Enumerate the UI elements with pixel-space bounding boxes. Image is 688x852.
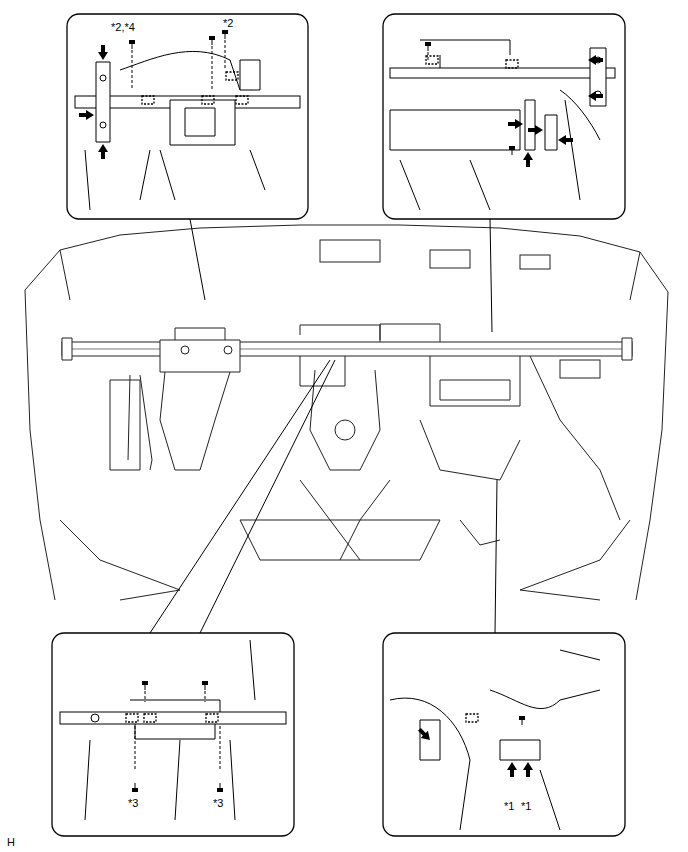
inset-bottom-left	[52, 633, 294, 836]
inset-top-left	[67, 14, 308, 219]
callout-number: *3	[127, 797, 139, 809]
callout-number: *1	[503, 800, 515, 812]
leader-lines	[150, 219, 497, 633]
main-view	[25, 225, 668, 600]
inset-top-right	[383, 14, 625, 219]
callout-number: *2	[222, 17, 234, 29]
callout-number: *3	[212, 797, 224, 809]
callout-number: *1	[520, 800, 532, 812]
figure-code: H	[6, 836, 16, 848]
inset-bottom-right	[383, 633, 625, 836]
callout-number: *2,*4	[110, 21, 136, 33]
